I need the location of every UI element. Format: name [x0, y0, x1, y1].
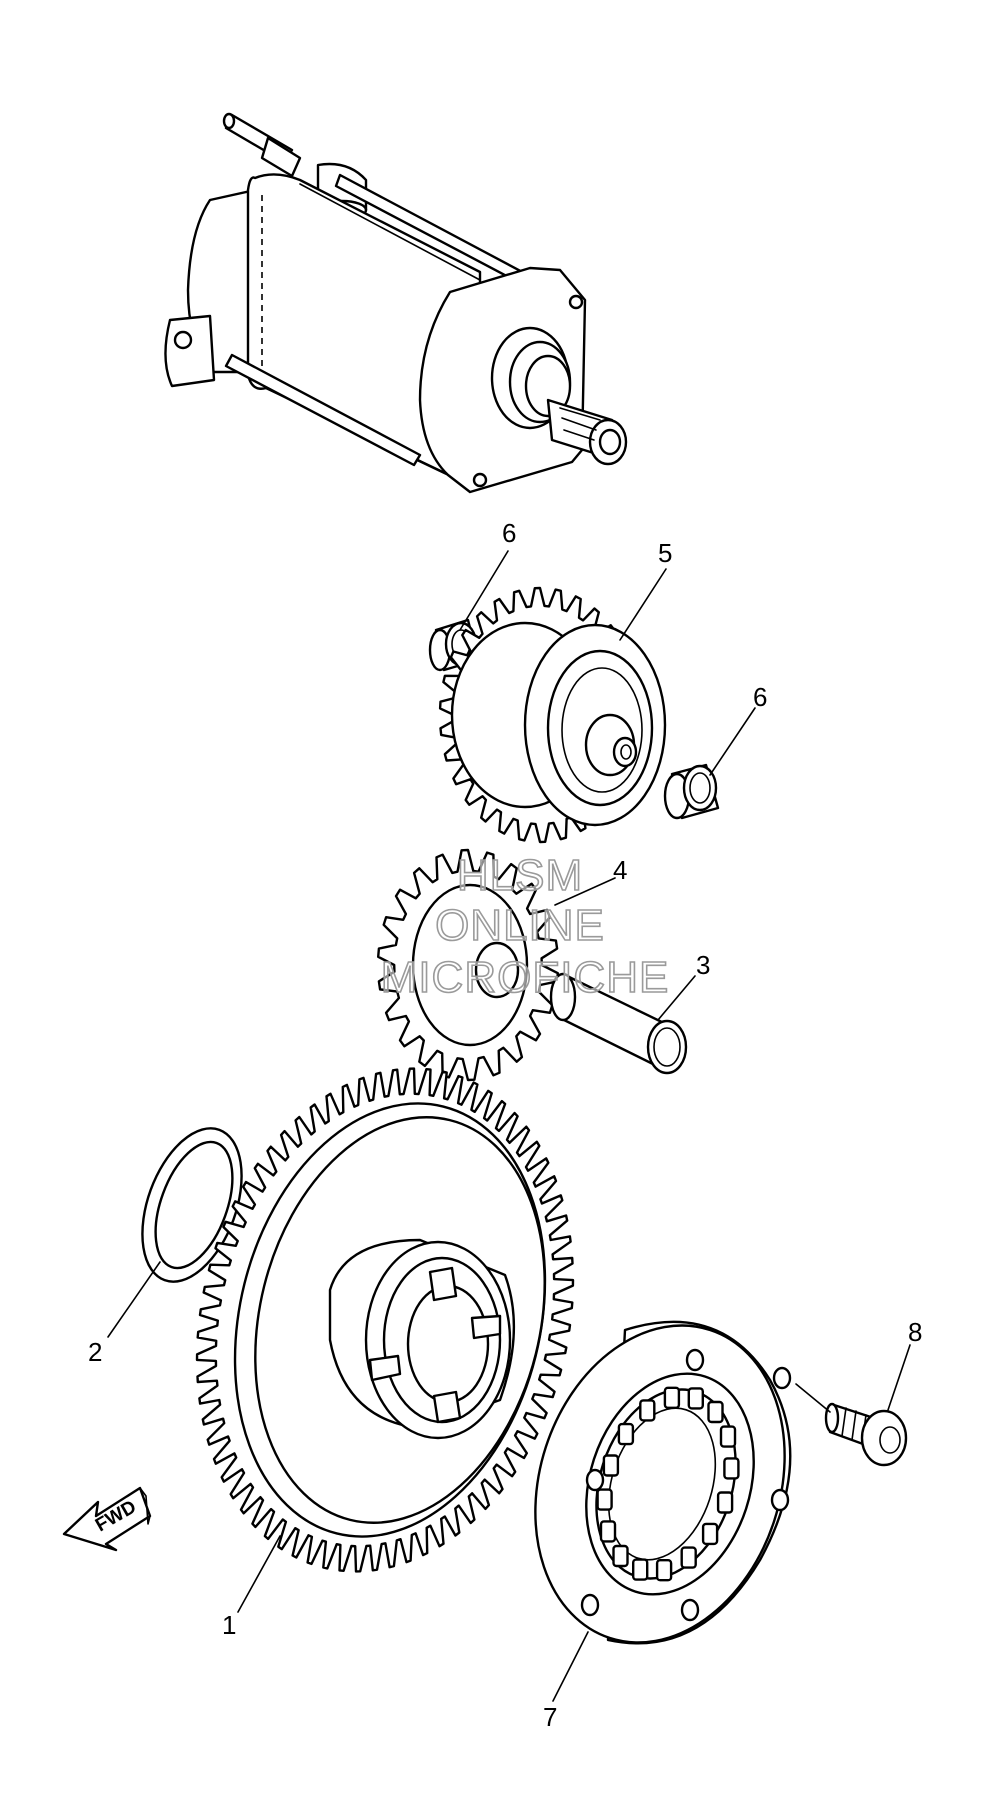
callout-1: 1 — [222, 1610, 236, 1640]
clutch-roller — [663, 1386, 681, 1410]
callout-7: 7 — [543, 1702, 557, 1732]
callout-6-lower: 6 — [753, 682, 767, 712]
clutch-roller — [596, 1488, 613, 1511]
callout-3: 3 — [696, 950, 710, 980]
callout-8: 8 — [908, 1317, 922, 1347]
callout-6-upper: 6 — [502, 518, 516, 548]
clutch-roller — [707, 1400, 724, 1424]
clutch-roller — [719, 1425, 737, 1448]
idler-gear-part-5 — [438, 586, 667, 844]
callout-5: 5 — [658, 538, 672, 568]
clutch-roller — [687, 1387, 704, 1410]
clutch-roller — [639, 1399, 656, 1422]
shaft-part-3 — [549, 972, 688, 1075]
clutch-roller — [680, 1546, 697, 1569]
callout-labels: 1 2 3 4 5 6 6 7 8 — [88, 518, 922, 1732]
forward-direction-arrow: FWD — [62, 1486, 152, 1552]
clutch-roller — [701, 1522, 719, 1546]
one-way-clutch-part-7 — [534, 1320, 792, 1645]
clutch-roller — [655, 1558, 673, 1582]
watermark: HLSM ONLINE MICROFICHE — [380, 850, 670, 1003]
starter-motor — [164, 112, 628, 494]
clutch-roller — [602, 1454, 620, 1477]
clutch-roller — [599, 1520, 617, 1543]
clutch-roller — [612, 1544, 629, 1568]
callout-2: 2 — [88, 1337, 102, 1367]
callout-4: 4 — [613, 855, 627, 885]
clutch-roller — [716, 1491, 734, 1514]
clutch-roller — [632, 1558, 649, 1581]
watermark-line-3: MICROFICHE — [381, 953, 670, 1002]
watermark-line-1: HLSM — [457, 851, 583, 900]
starter-wheel-gear-part-1 — [195, 1067, 575, 1573]
clutch-roller — [617, 1422, 635, 1446]
clutch-roller — [723, 1457, 740, 1480]
bolt-part-8 — [824, 1402, 908, 1467]
gear-part-4 — [377, 848, 559, 1082]
bush-part-6-lower — [663, 763, 720, 820]
watermark-line-2: ONLINE — [435, 901, 605, 950]
leader-lines — [107, 550, 911, 1702]
